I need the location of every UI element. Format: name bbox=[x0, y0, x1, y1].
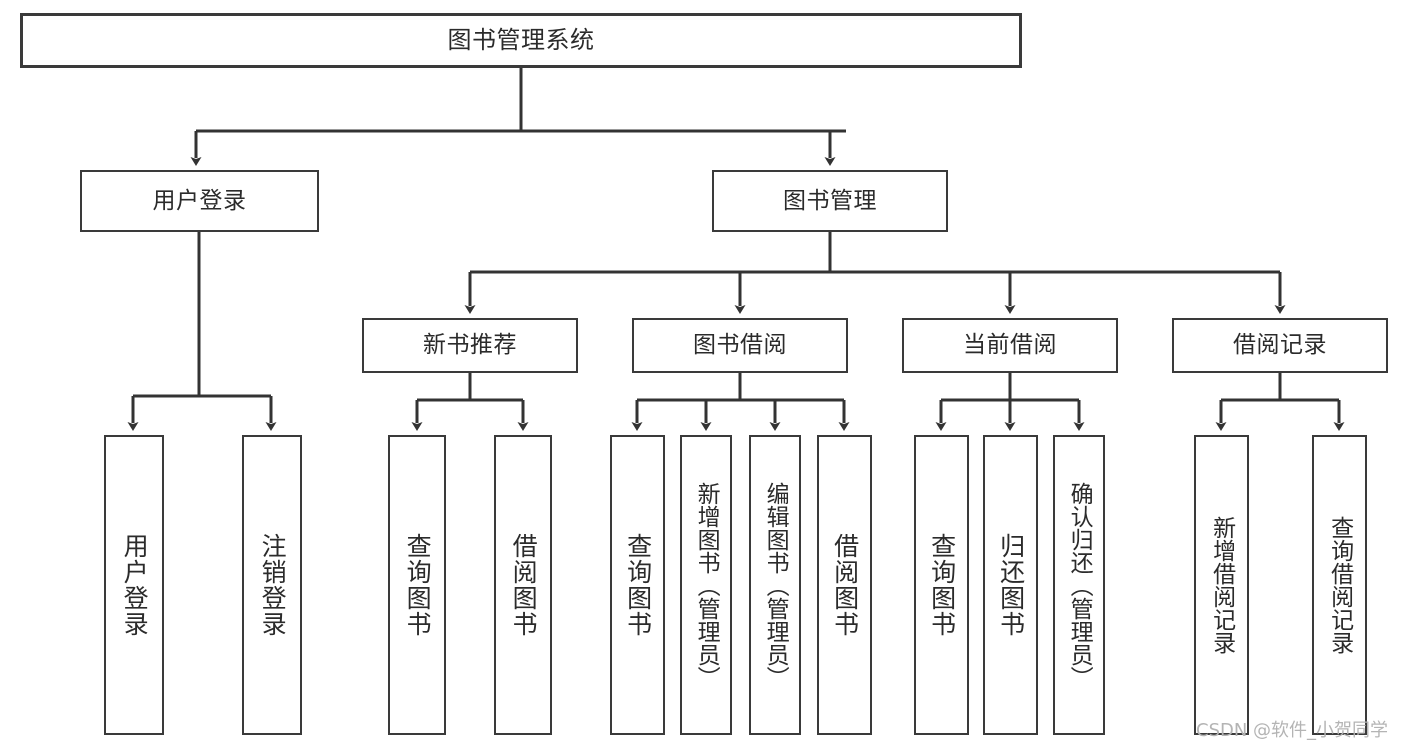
node-user-login-label: 用户登录 bbox=[152, 187, 247, 214]
node-borrow-record[interactable]: 借阅记录 bbox=[1172, 318, 1388, 373]
node-leaf-borrow-book-1[interactable]: 借阅图书 bbox=[494, 435, 552, 735]
node-user-login[interactable]: 用户登录 bbox=[80, 170, 319, 232]
node-current-borrow[interactable]: 当前借阅 bbox=[902, 318, 1118, 373]
node-leaf-confirm-return[interactable]: 确认归还（管理员） bbox=[1053, 435, 1105, 735]
node-leaf-query-record-label: 查询借阅记录 bbox=[1326, 516, 1353, 654]
csdn-watermark: CSDN @软件_小贺同学 bbox=[1196, 720, 1389, 741]
node-book-borrow[interactable]: 图书借阅 bbox=[632, 318, 848, 373]
node-leaf-user-logout-label: 注销登录 bbox=[258, 533, 288, 637]
node-leaf-borrow-book-2-label: 借阅图书 bbox=[830, 533, 860, 637]
node-leaf-borrow-book-2[interactable]: 借阅图书 bbox=[817, 435, 872, 735]
node-leaf-add-record[interactable]: 新增借阅记录 bbox=[1194, 435, 1249, 735]
node-leaf-query-book-1-label: 查询图书 bbox=[403, 533, 433, 637]
node-leaf-borrow-book-1-label: 借阅图书 bbox=[509, 533, 539, 637]
node-leaf-query-book-1[interactable]: 查询图书 bbox=[388, 435, 446, 735]
node-new-book-recommend[interactable]: 新书推荐 bbox=[362, 318, 578, 373]
node-book-manage[interactable]: 图书管理 bbox=[712, 170, 948, 232]
node-leaf-return-book[interactable]: 归还图书 bbox=[983, 435, 1038, 735]
node-leaf-user-login[interactable]: 用户登录 bbox=[104, 435, 164, 735]
node-leaf-add-record-label: 新增借阅记录 bbox=[1208, 516, 1235, 654]
node-book-manage-label: 图书管理 bbox=[783, 187, 877, 214]
node-borrow-record-label: 借阅记录 bbox=[1233, 332, 1327, 359]
node-leaf-user-login-label: 用户登录 bbox=[120, 533, 150, 637]
node-root[interactable]: 图书管理系统 bbox=[20, 13, 1022, 68]
node-leaf-query-book-2-label: 查询图书 bbox=[623, 533, 653, 637]
node-leaf-add-book[interactable]: 新增图书（管理员） bbox=[680, 435, 732, 735]
node-leaf-edit-book[interactable]: 编辑图书（管理员） bbox=[749, 435, 801, 735]
node-leaf-query-record[interactable]: 查询借阅记录 bbox=[1312, 435, 1367, 735]
node-leaf-user-logout[interactable]: 注销登录 bbox=[242, 435, 302, 735]
node-leaf-return-book-label: 归还图书 bbox=[996, 533, 1026, 637]
node-book-borrow-label: 图书借阅 bbox=[693, 332, 787, 359]
node-leaf-query-book-2[interactable]: 查询图书 bbox=[610, 435, 665, 735]
node-new-book-recommend-label: 新书推荐 bbox=[423, 332, 517, 359]
node-leaf-confirm-return-label: 确认归还（管理员） bbox=[1066, 481, 1093, 689]
node-current-borrow-label: 当前借阅 bbox=[963, 332, 1057, 359]
node-leaf-add-book-label: 新增图书（管理员） bbox=[693, 481, 720, 689]
node-leaf-edit-book-label: 编辑图书（管理员） bbox=[762, 481, 789, 689]
node-leaf-query-book-3-label: 查询图书 bbox=[927, 533, 957, 637]
node-root-label: 图书管理系统 bbox=[447, 25, 595, 54]
node-leaf-query-book-3[interactable]: 查询图书 bbox=[914, 435, 969, 735]
